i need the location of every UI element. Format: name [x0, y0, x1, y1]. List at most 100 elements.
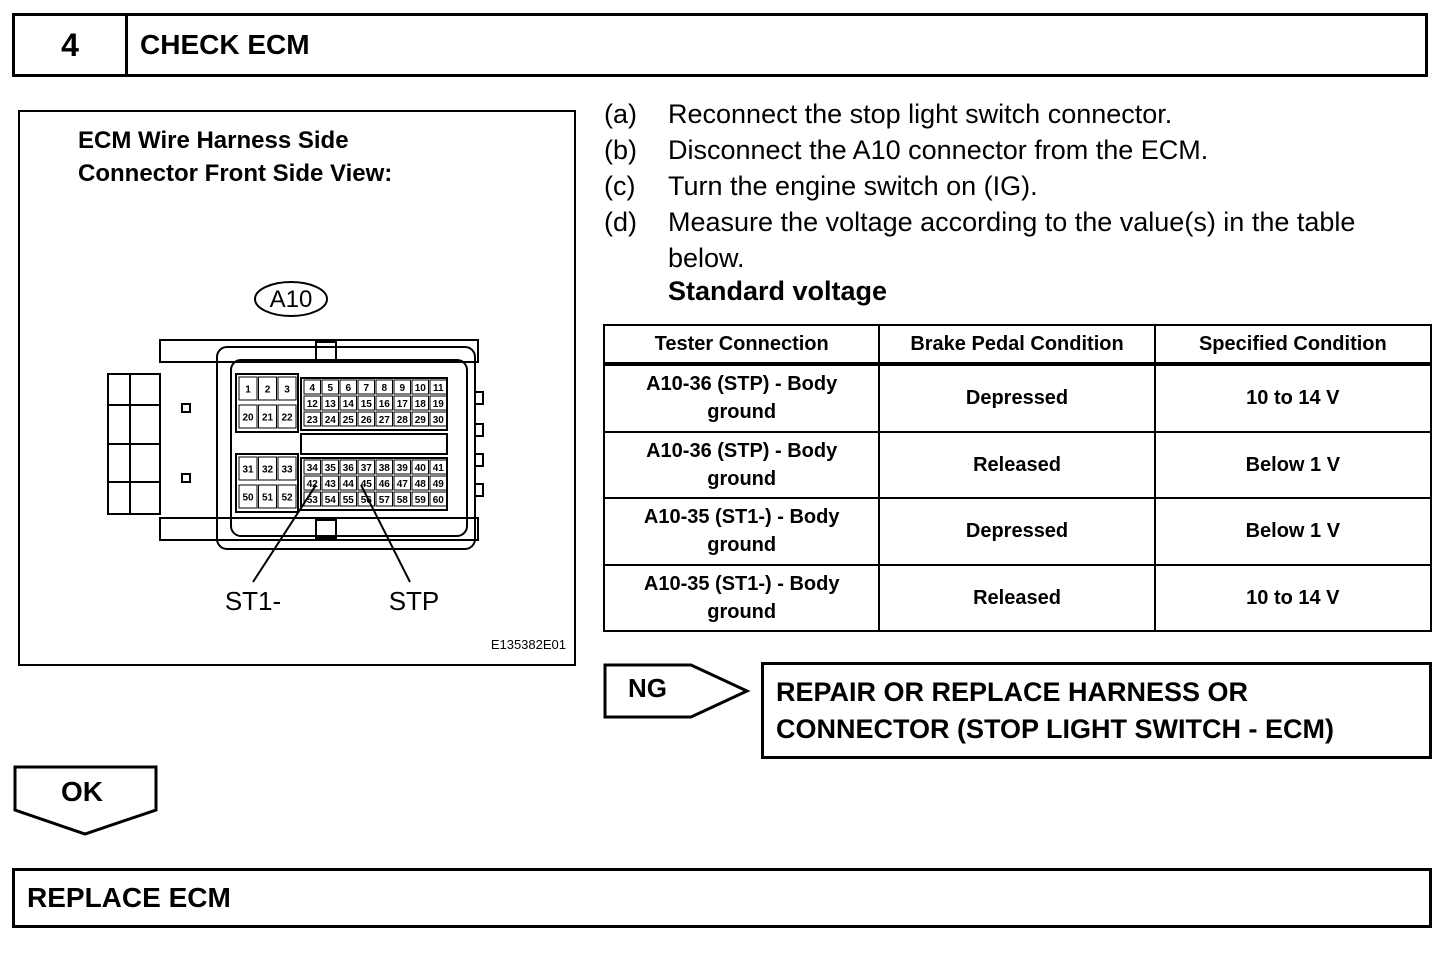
procedure-text: Measure the voltage according to the val… [668, 207, 1356, 273]
connector-pin-number: 57 [379, 495, 391, 506]
connector-pin-number: 31 [242, 465, 254, 476]
connector-pin-number: 1 [245, 385, 251, 396]
connector-pin-cell [411, 395, 429, 411]
table-cell-connection: A10-35 (ST1-) - Body ground [602, 563, 881, 633]
connector-pin-number: 21 [262, 413, 274, 424]
connector-pin-number: 45 [361, 479, 373, 490]
connector-pin-cell [238, 484, 258, 509]
connector-pin-number: 48 [415, 479, 427, 490]
connector-pin-cell [393, 379, 411, 395]
table-row: A10-36 (STP) - Body ground Released Belo… [602, 430, 1433, 500]
connector-pin-cell [321, 459, 339, 475]
connector-pin-number: 43 [325, 479, 337, 490]
table-header: Specified Condition [1153, 324, 1433, 366]
connector-pin-number: 32 [262, 465, 274, 476]
ok-arrow-icon [13, 765, 158, 836]
table-row: A10-36 (STP) - Body ground Depressed 10 … [602, 363, 1433, 433]
connector-pin-number: 54 [325, 495, 337, 506]
connector-pin-number: 7 [363, 383, 369, 394]
connector-pin-cell [339, 395, 357, 411]
connector-pin-cell [429, 395, 447, 411]
step-header: 4 CHECK ECM [12, 13, 1428, 77]
connector-pin-cell [429, 459, 447, 475]
connector-pin-cell [375, 491, 393, 507]
procedure-text: Disconnect the A10 connector from the EC… [668, 135, 1209, 165]
connector-figure: ECM Wire Harness Side Connector Front Si… [18, 110, 576, 666]
connector-pin-number: 14 [343, 399, 355, 410]
connector-pin-cell [339, 379, 357, 395]
connector-pin-cell [238, 376, 258, 401]
connector-pin-cell [258, 456, 277, 481]
connector-pin-number: 24 [325, 415, 337, 426]
connector-pin-number: 15 [361, 399, 373, 410]
connector-pin-number: 52 [281, 493, 293, 504]
table-header-row: Tester Connection Brake Pedal Condition … [602, 324, 1433, 366]
connector-pin-cell [375, 379, 393, 395]
connector-pin-cell [429, 475, 447, 491]
connector-pin-cell [303, 379, 321, 395]
connector-pin-cell [393, 459, 411, 475]
result-box: REPLACE ECM [12, 868, 1432, 928]
connector-pin-number: 37 [361, 463, 373, 474]
connector-pin-number: 59 [415, 495, 427, 506]
ng-action-line2: CONNECTOR (STOP LIGHT SWITCH - ECM) [776, 714, 1334, 744]
connector-pin-cell [277, 456, 297, 481]
connector-pin-number: 50 [242, 493, 254, 504]
connector-pin-cell [303, 395, 321, 411]
connector-pin-cell [321, 379, 339, 395]
connector-pin-cell [429, 411, 447, 427]
connector-pin-number: 36 [343, 463, 355, 474]
connector-pin-cell [429, 379, 447, 395]
connector-pin-cell [321, 411, 339, 427]
procedure-text: Turn the engine switch on (IG). [668, 171, 1038, 201]
connector-pin-cell [429, 491, 447, 507]
table-cell-specified: 10 to 14 V [1153, 363, 1433, 433]
step-title: CHECK ECM [140, 29, 310, 60]
table-cell-condition: Released [878, 430, 1156, 500]
connector-pin-cell [357, 459, 375, 475]
connector-pin-number: 19 [433, 399, 445, 410]
connector-pin-cell [258, 376, 277, 401]
connector-pin-number: 38 [379, 463, 391, 474]
table-cell-condition: Depressed [878, 497, 1156, 566]
connector-pin-cell [238, 404, 258, 429]
connector-pin-number: 2 [265, 385, 271, 396]
connector-pin-cell [303, 459, 321, 475]
table-cell-connection: A10-35 (ST1-) - Body ground [602, 497, 881, 566]
connector-pin-cell [375, 395, 393, 411]
connector-pin-cell [393, 491, 411, 507]
table-cell-specified: 10 to 14 V [1153, 563, 1433, 633]
connector-pin-number: 13 [325, 399, 337, 410]
connector-pin-number: 55 [343, 495, 355, 506]
connector-pin-number: 5 [327, 383, 333, 394]
connector-pin-number: 12 [307, 399, 319, 410]
procedure-list: (a) Reconnect the stop light switch conn… [604, 96, 1428, 276]
ng-action-line1: REPAIR OR REPLACE HARNESS OR [776, 677, 1249, 707]
connector-pin-number: 58 [397, 495, 409, 506]
connector-pin-cell [339, 411, 357, 427]
connector-pin-number: 49 [433, 479, 445, 490]
connector-pin-cell [411, 459, 429, 475]
connector-pin-number: 33 [281, 465, 293, 476]
table-cell-specified: Below 1 V [1153, 430, 1433, 500]
table-cell-connection: A10-36 (STP) - Body ground [602, 430, 881, 500]
connector-pin-number: 34 [307, 463, 319, 474]
connector-pin-cell [375, 411, 393, 427]
connector-pin-cell [339, 491, 357, 507]
connector-pin-cell [375, 459, 393, 475]
procedure-letter: (d) [604, 207, 637, 237]
figure-caption: ECM Wire Harness Side Connector Front Si… [78, 124, 392, 190]
connector-pin-cell [357, 379, 375, 395]
ng-arrow-icon [603, 663, 751, 719]
connector-pin-cell [258, 404, 277, 429]
connector-pin-cell [411, 475, 429, 491]
connector-pin-cell [411, 379, 429, 395]
connector-pin-number: 44 [343, 479, 355, 490]
step-number: 4 [15, 16, 128, 74]
connector-pin-number: 11 [433, 383, 444, 394]
connector-pin-number: 53 [307, 495, 319, 506]
connector-pin-cell [321, 491, 339, 507]
figure-caption-line1: ECM Wire Harness Side [78, 127, 349, 154]
connector-pin-cell [375, 475, 393, 491]
